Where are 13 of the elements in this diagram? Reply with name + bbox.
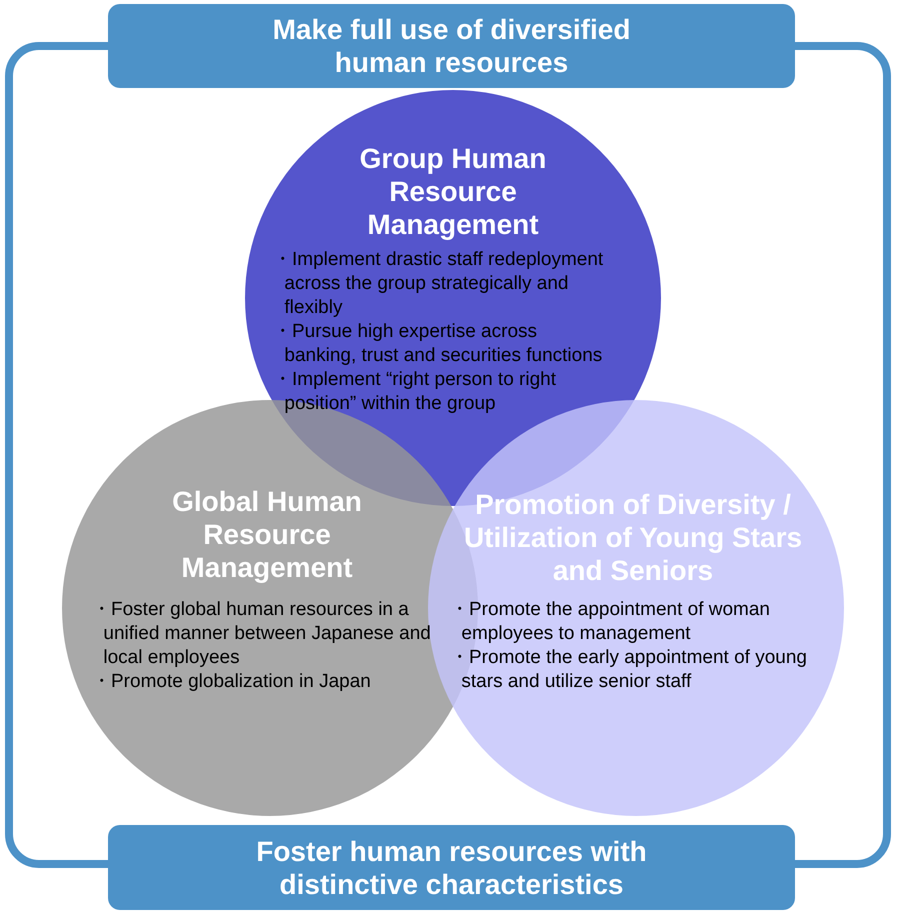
bullet-text: ・Promote the appointment of woman employees to management bbox=[450, 598, 772, 646]
bullet-text: ・Implement “right person to right position” within the group bbox=[273, 368, 558, 416]
title-banner bbox=[108, 4, 795, 88]
circle-heading: Group Human Resource Management bbox=[358, 142, 548, 241]
bullet-text: ・Promote globalization in Japan bbox=[92, 670, 372, 694]
banner-text: Foster human resources with distinctive characteristics bbox=[255, 834, 648, 900]
bullet-text: ・Implement drastic staff redeployment across the group strategically and flexibly bbox=[273, 248, 604, 320]
banner-text: Make full use of diversified human resources bbox=[272, 13, 632, 79]
bullet-text: ・Pursue high expertise across banking, trust and securities functions bbox=[273, 320, 604, 368]
title-banner bbox=[108, 825, 795, 910]
bullet-text: ・Foster global human resources in a unified manner between Japanese and local employees bbox=[92, 598, 432, 670]
circle-heading: Global Human Resource Management bbox=[171, 485, 363, 584]
bullet-text: ・Promote the early appointment of young stars and utilize senior staff bbox=[450, 646, 808, 694]
